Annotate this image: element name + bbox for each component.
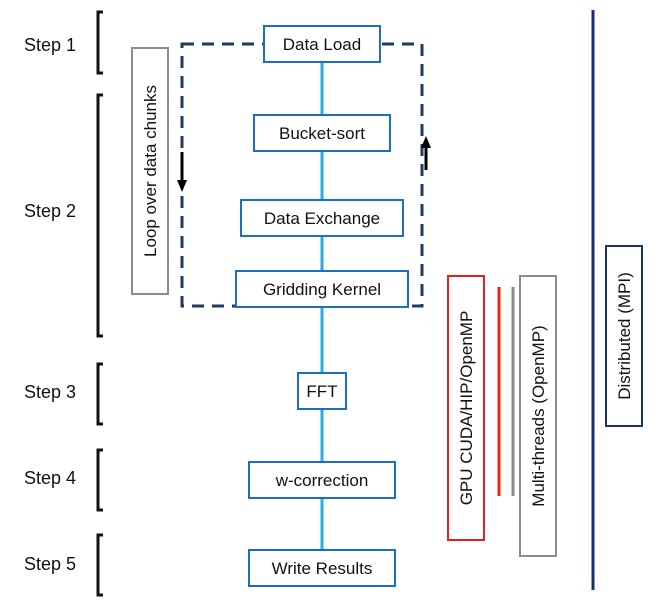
gridding-kernel-box: [235, 270, 409, 308]
loop-up-arrowhead: [421, 136, 431, 148]
gpu-box: [447, 275, 485, 541]
data-exchange-box: [240, 199, 404, 237]
step-label: Step 3: [24, 382, 76, 402]
data-exchange-label: Data Exchange: [264, 209, 380, 228]
mpi-box: [605, 245, 643, 427]
write-results-label: Write Results: [272, 559, 373, 578]
data-load-box: [263, 25, 381, 63]
step5-bracket: [96, 533, 103, 597]
loop-down-arrowhead: [177, 180, 187, 192]
threads-box: [519, 275, 557, 557]
data-load-label: Data Load: [283, 35, 361, 54]
w-correction-label: w-correction: [275, 471, 369, 490]
w-correction-box: [248, 461, 396, 499]
bucket-sort-label: Bucket-sort: [279, 124, 365, 143]
loop-label: Loop over data chunks: [141, 85, 160, 257]
step4-bracket: [96, 448, 103, 512]
gpu-label: GPU CUDA/HIP/OpenMP: [457, 311, 476, 506]
mpi-label: Distributed (MPI): [615, 272, 634, 400]
step-label: Step 4: [24, 468, 76, 488]
step2-bracket: [96, 93, 103, 338]
loop-region: [180, 42, 424, 308]
loop-label-box: [131, 47, 169, 295]
step-label: Step 2: [24, 201, 76, 221]
gridding-kernel-label: Gridding Kernel: [263, 280, 381, 299]
step1-bracket: [96, 10, 103, 75]
fft-label: FFT: [306, 382, 337, 401]
fft-box: [297, 372, 347, 410]
step-label: Step 1: [24, 35, 76, 55]
threads-label: Multi-threads (OpenMP): [529, 325, 548, 506]
step-label: Step 5: [24, 554, 76, 574]
write-results-box: [248, 549, 396, 587]
bucket-sort-box: [253, 114, 391, 152]
step3-bracket: [96, 362, 103, 426]
